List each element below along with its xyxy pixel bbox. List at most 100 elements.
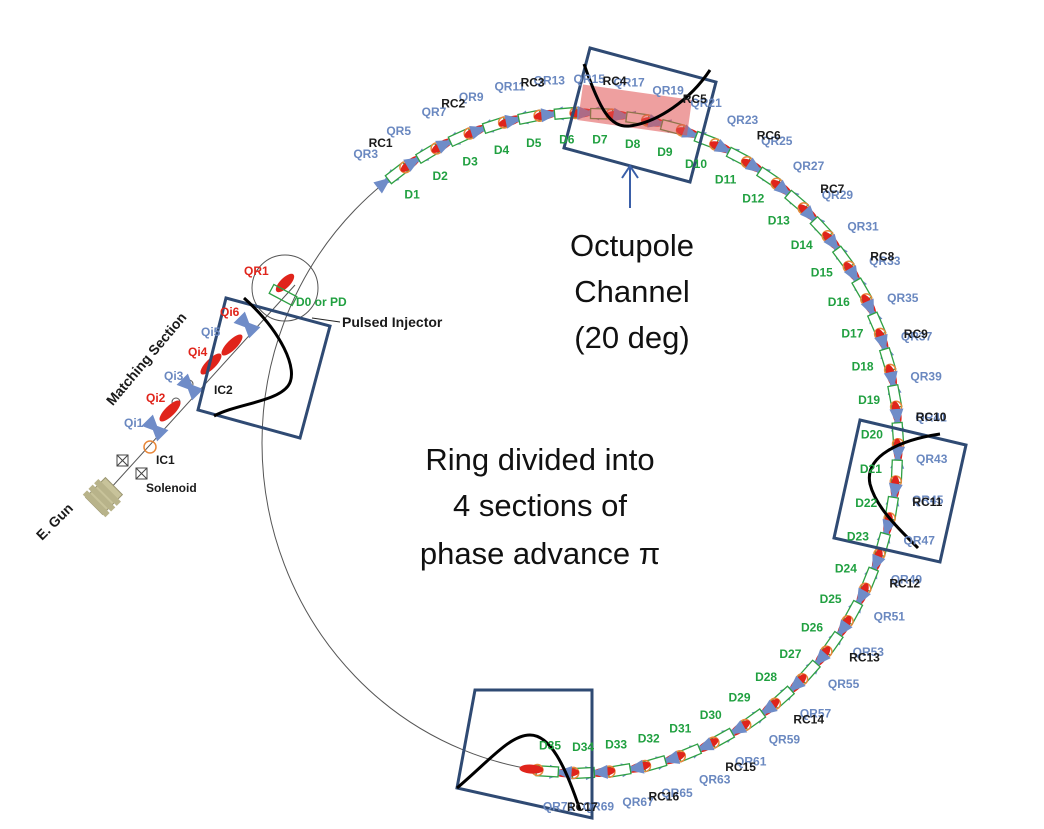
quad-label: QR67 — [622, 795, 654, 809]
quad-label: QR49 — [891, 572, 923, 586]
egun-icon — [82, 476, 124, 518]
qi2-steerer-icon — [159, 400, 181, 422]
quad-label: QR45 — [912, 493, 944, 507]
ring-labels: QR3D1QR5D2QR7D3QR9D4QR11D5QR13D6QR15D7QR… — [353, 72, 947, 814]
quad-label: QR9 — [459, 90, 484, 104]
injection-kicker-circle — [251, 254, 319, 322]
south-section-box — [455, 688, 594, 820]
injection-phase-curve — [213, 296, 293, 418]
dipole-label: D6 — [559, 132, 575, 146]
injection-section-box — [196, 296, 332, 440]
quad-label: QR11 — [494, 79, 525, 93]
dipole-label: D12 — [742, 191, 764, 205]
dipole-label: D14 — [791, 238, 813, 252]
ring-chamber-label: RC15 — [725, 760, 756, 774]
dipole-label: D35 — [539, 738, 561, 752]
dipole-label: D5 — [526, 136, 542, 150]
ring-chamber-label: RC17 — [567, 800, 598, 814]
quad-label: QR61 — [735, 754, 767, 768]
qi5-quad-icon — [233, 311, 261, 339]
qi6-steerer-icon — [221, 334, 243, 356]
quad-label: QR19 — [652, 84, 684, 98]
quad-label: QR15 — [574, 72, 606, 86]
dipole-label: D19 — [858, 393, 880, 407]
qi4-label: Qi4 — [188, 345, 208, 359]
octupole-section-box — [562, 46, 718, 184]
qi3-label: Qi3 — [164, 369, 184, 383]
qr1-label: QR1 — [244, 264, 269, 278]
quad-label: QR53 — [853, 645, 885, 659]
quad-label: QR55 — [828, 677, 860, 691]
solenoid-icon — [116, 454, 148, 480]
ring-chamber-label: RC13 — [849, 650, 880, 664]
dipole-label: D7 — [592, 133, 608, 147]
qi1-label: Qi1 — [124, 416, 144, 430]
quad-label: QR13 — [534, 73, 566, 87]
dipole-label: D22 — [855, 496, 877, 510]
egun-label: E. Gun — [33, 500, 76, 543]
quad-label: QR41 — [915, 411, 947, 425]
quad-label: QR43 — [916, 452, 948, 466]
phase-advance-curves — [213, 63, 941, 811]
dipole-label: D29 — [728, 691, 750, 705]
solenoid-label: Solenoid — [146, 481, 197, 495]
dipole-label: D11 — [715, 173, 737, 187]
qi5-label: Qi5 — [201, 325, 221, 339]
dipole-label: D27 — [779, 647, 801, 661]
quad-label: QR29 — [822, 188, 854, 202]
ring-chamber-label: RC6 — [757, 129, 781, 143]
quad-label: QR7 — [422, 105, 447, 119]
quad-label: QR3 — [353, 147, 378, 161]
dipole-label: D1 — [404, 187, 420, 201]
dipole-label: D17 — [841, 327, 863, 341]
quad-label: QR21 — [690, 96, 722, 110]
quad-label: QR33 — [869, 254, 901, 268]
quad-label: QR71 — [543, 799, 575, 813]
quad-label: QR39 — [910, 370, 942, 384]
quad-label: QR17 — [613, 76, 645, 90]
dipole-label: D23 — [847, 529, 869, 543]
octupole-text-line1: Octupole — [570, 228, 694, 263]
ring-text-line1: Ring divided into — [425, 442, 654, 477]
dipole-label: D18 — [852, 359, 874, 373]
dipole-label: D20 — [861, 428, 883, 442]
d0-dipole-icon — [268, 283, 298, 307]
ic2-label: IC2 — [214, 383, 233, 397]
ring-text-line2: 4 sections of — [453, 488, 627, 523]
ring-chamber-label: RC8 — [870, 250, 894, 264]
quad-label: QR51 — [874, 610, 906, 624]
dipole-label: D13 — [768, 213, 790, 227]
south-phase-curve — [456, 733, 582, 811]
quad-label: QR37 — [901, 330, 933, 344]
dipole-label: D25 — [820, 592, 842, 606]
quad-label: QR5 — [386, 124, 411, 138]
octupole-text-line3: (20 deg) — [574, 320, 689, 355]
dipole-label: D16 — [828, 295, 850, 309]
quad-label: QR25 — [761, 134, 793, 148]
quad-label: QR63 — [699, 772, 731, 786]
ic1-diagnostic-icon — [143, 440, 157, 454]
qi3-quad-icon — [176, 373, 204, 401]
octupole-phase-curve — [582, 63, 712, 128]
octupole-text-line2: Channel — [574, 274, 689, 309]
pulsed-injector-label: Pulsed Injector — [342, 314, 443, 330]
quad-label: QR27 — [793, 159, 825, 173]
dipole-label: D31 — [669, 722, 691, 736]
qi6-label: Qi6 — [220, 305, 240, 319]
ring-chamber-label: RC9 — [904, 327, 928, 341]
injector-quads — [141, 311, 261, 442]
dipole-label: D28 — [755, 670, 777, 684]
d0-label: D0 or PD — [296, 295, 347, 309]
ring-chamber-label: RC1 — [369, 136, 393, 150]
dipole-label: D10 — [685, 157, 707, 171]
east-phase-curve — [867, 432, 941, 550]
ring-text-line3: phase advance π — [420, 536, 660, 571]
pulsed-injector-pointer — [311, 317, 341, 323]
quad-label: QR65 — [661, 786, 693, 800]
ring-chamber-label: RC5 — [683, 92, 707, 106]
quad-label: QR59 — [769, 732, 801, 746]
dipole-label: D33 — [605, 738, 627, 752]
ring-chamber-label: RC12 — [889, 577, 920, 591]
dipole-label: D8 — [625, 137, 641, 151]
